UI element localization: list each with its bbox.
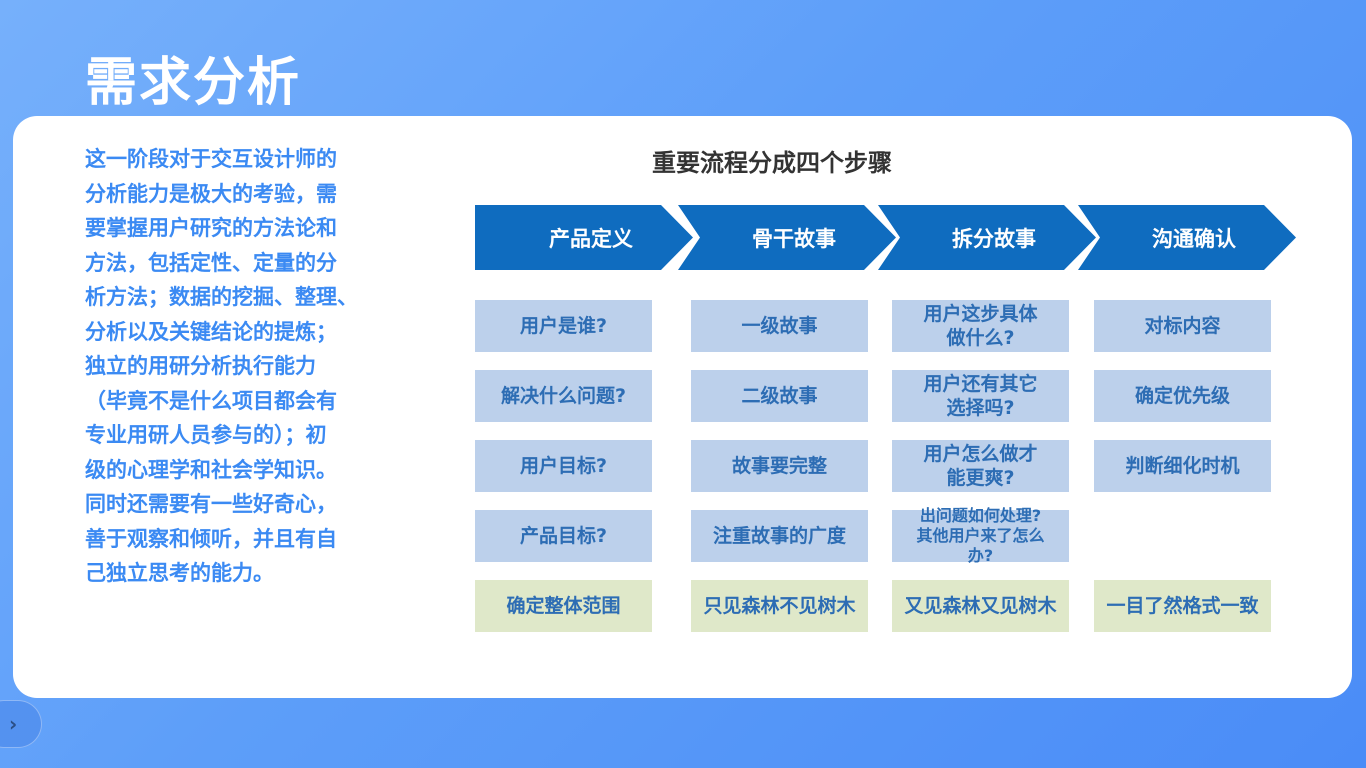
step-cell: 判断细化时机	[1094, 440, 1271, 492]
summary-cell: 一目了然格式一致	[1094, 580, 1271, 632]
step-chevron: 拆分故事	[878, 205, 1096, 270]
step-chevron: 产品定义	[475, 205, 693, 270]
description-line: 己独立思考的能力。	[85, 561, 274, 585]
step-cell: 产品目标?	[475, 510, 652, 562]
description-line: 分析以及关键结论的提炼；	[85, 319, 337, 344]
step-chevron: 沟通确认	[1078, 205, 1296, 270]
step-cell: 一级故事	[691, 300, 868, 352]
step-cell: 解决什么问题?	[475, 370, 652, 422]
description-line: 分析能力是极大的考验，需	[85, 181, 337, 206]
description-line: 要掌握用户研究的方法论和	[85, 216, 337, 240]
description-line: 独立的用研分析执行能力	[85, 354, 316, 378]
description-line: 方法，包括定性、定量的分	[85, 250, 337, 275]
description-text: 这一阶段对于交互设计师的 分析能力是极大的考验，需 要掌握用户研究的方法论和 方…	[85, 142, 405, 591]
chevron-right-icon: ›	[9, 712, 18, 736]
step-cell: 故事要完整	[691, 440, 868, 492]
step-cell: 注重故事的广度	[691, 510, 868, 562]
description-line: （毕竟不是什么项目都会有	[85, 388, 337, 413]
summary-cell: 又见森林又见树木	[892, 580, 1069, 632]
description-line: 这一阶段对于交互设计师的	[85, 147, 337, 171]
step-cell: 用户这步具体 做什么?	[892, 300, 1069, 352]
summary-cell: 只见森林不见树木	[691, 580, 868, 632]
next-slide-button[interactable]: ›	[0, 700, 42, 748]
step-cell: 用户还有其它 选择吗?	[892, 370, 1069, 422]
step-cell: 对标内容	[1094, 300, 1271, 352]
step-chevron: 骨干故事	[678, 205, 896, 270]
step-cell: 用户怎么做才 能更爽?	[892, 440, 1069, 492]
page-title: 需求分析	[85, 53, 302, 113]
step-cell: 出问题如何处理? 其他用户来了怎么 办?	[892, 506, 1069, 565]
step-cell: 用户目标?	[475, 440, 652, 492]
description-line: 级的心理学和社会学知识。	[85, 457, 337, 482]
summary-cell: 确定整体范围	[475, 580, 652, 632]
description-line: 善于观察和倾听，并且有自	[85, 526, 337, 551]
figure-title: 重要流程分成四个步骤	[652, 149, 892, 177]
description-line: 析方法；数据的挖掘、整理、	[85, 285, 358, 309]
description-line: 专业用研人员参与的）；初	[85, 423, 327, 447]
step-cell: 二级故事	[691, 370, 868, 422]
step-cell: 确定优先级	[1094, 370, 1271, 422]
description-line: 同时还需要有一些好奇心，	[85, 492, 337, 516]
step-cell: 用户是谁?	[475, 300, 652, 352]
